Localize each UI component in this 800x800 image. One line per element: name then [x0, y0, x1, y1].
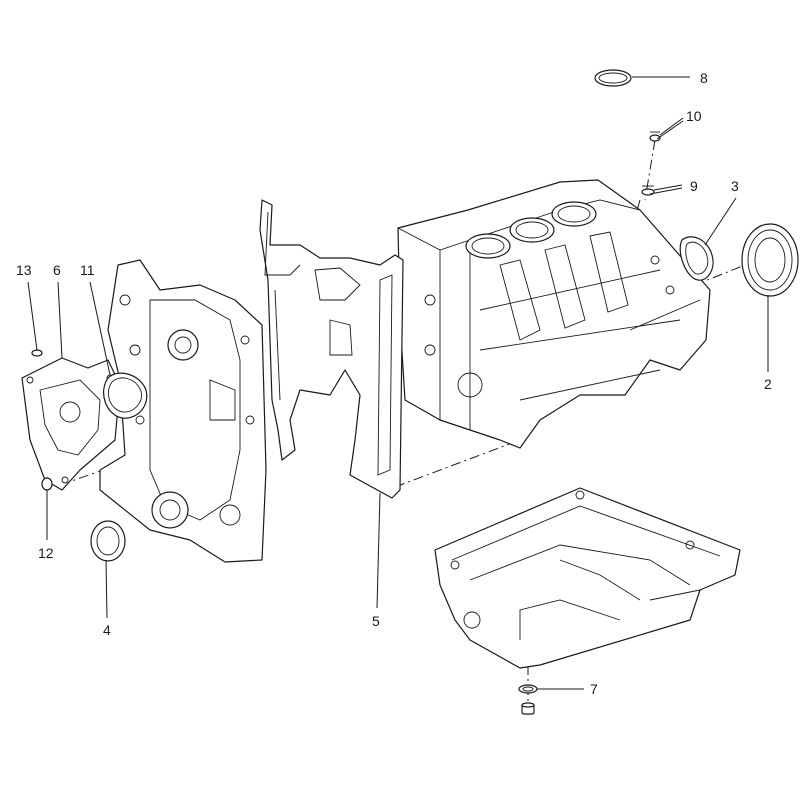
callout-10: 10 [686, 108, 702, 124]
callout-8: 8 [700, 70, 708, 86]
callout-labels: 2 3 4 5 6 7 8 9 10 11 12 13 [16, 70, 772, 697]
callout-12: 12 [38, 545, 54, 561]
oil-pump-cover [21, 357, 121, 491]
timing-cover-gasket [259, 199, 404, 499]
callout-3: 3 [731, 178, 739, 194]
ring-8 [594, 69, 632, 87]
drain-plug-washer [518, 684, 538, 694]
leader-lines [27, 76, 769, 690]
timing-cover [99, 259, 267, 563]
rear-crankshaft-seal [741, 223, 799, 297]
front-crankshaft-seal [90, 520, 126, 562]
o-ring-13 [31, 349, 43, 357]
oil-pan [434, 487, 741, 669]
o-ring-12 [41, 477, 53, 491]
callout-7: 7 [590, 681, 598, 697]
callout-4: 4 [103, 622, 111, 638]
callout-13: 13 [16, 262, 32, 278]
o-ring-11 [103, 372, 148, 419]
drain-plug [521, 702, 535, 715]
cylinder-block [397, 179, 711, 449]
callout-11: 11 [80, 262, 95, 278]
callout-5: 5 [372, 613, 380, 629]
callout-9: 9 [690, 178, 698, 194]
washer-10 [649, 131, 661, 142]
callout-6: 6 [53, 262, 61, 278]
callout-2: 2 [764, 376, 772, 392]
seal-3 [679, 236, 714, 281]
